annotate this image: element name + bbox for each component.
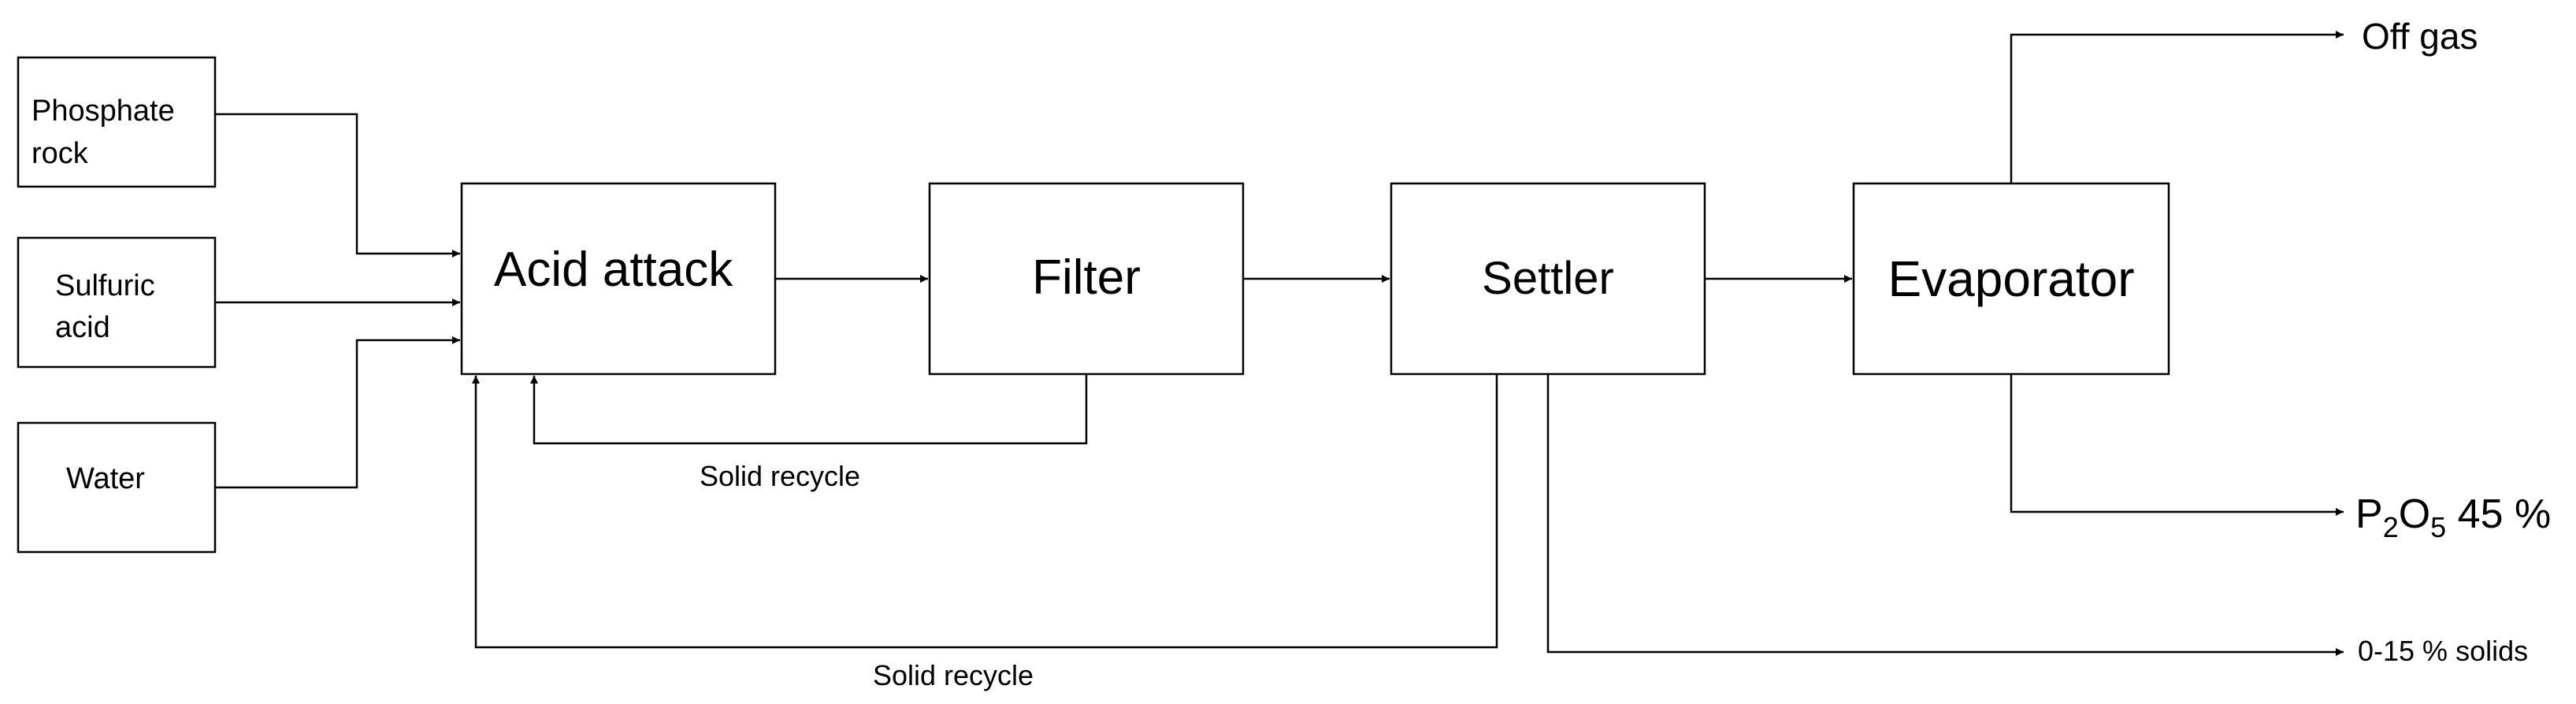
input-sulfuric-acid: Sulfuric acid xyxy=(17,236,217,369)
stream-water xyxy=(215,336,460,489)
input-water: Water xyxy=(17,421,217,554)
phosphate-rock-label-line2: rock xyxy=(32,137,89,170)
stream-off-gas xyxy=(2010,31,2344,183)
input-phosphate-rock: Phosphate rock xyxy=(17,56,217,188)
solids-label: 0-15 % solids xyxy=(2358,635,2528,667)
water-label: Water xyxy=(66,462,145,495)
acid-attack-label: Acid attack xyxy=(494,243,733,297)
sulfuric-acid-label-line1: Sulfuric xyxy=(55,269,155,302)
filter-recycle-label: Solid recycle xyxy=(700,460,860,492)
sulfuric-acid-label-line2: acid xyxy=(55,311,110,344)
off-gas-label: Off gas xyxy=(2362,16,2478,57)
stream-solids xyxy=(1546,374,2344,656)
stream-phosphate-rock xyxy=(215,113,460,258)
stream-settler-solid-recycle xyxy=(472,374,1498,649)
unit-acid-attack: Acid attack xyxy=(460,182,777,376)
settler-recycle-label: Solid recycle xyxy=(873,659,1034,691)
settler-label: Settler xyxy=(1482,253,1614,304)
stream-filter-solid-recycle xyxy=(530,374,1088,445)
filter-label: Filter xyxy=(1032,250,1141,305)
phosphate-rock-label-line1: Phosphate xyxy=(32,94,175,128)
p2o5-product-label: P2O5 45 % xyxy=(2355,491,2551,543)
stream-p2o5-product xyxy=(2010,374,2344,516)
unit-evaporator: Evaporator xyxy=(1852,182,2170,376)
unit-filter: Filter xyxy=(928,182,1245,376)
unit-settler: Settler xyxy=(1390,182,1706,376)
evaporator-label: Evaporator xyxy=(1887,250,2134,307)
